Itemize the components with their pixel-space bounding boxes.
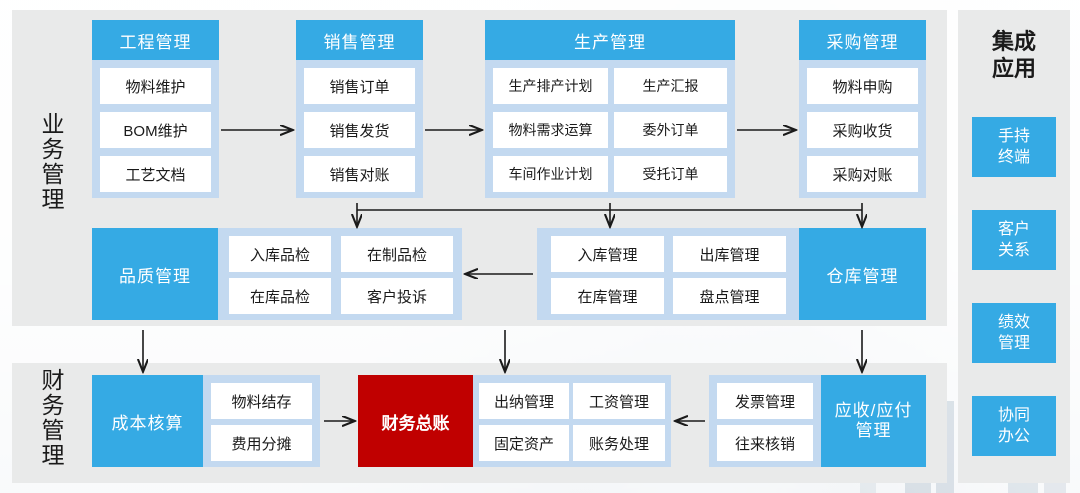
business-section-label: 业务管理 (38, 112, 64, 212)
item-outbound-management[interactable]: 出库管理 (673, 236, 786, 272)
item-sales-order[interactable]: 销售订单 (304, 68, 415, 104)
item-purchase-reconciliation[interactable]: 采购对账 (807, 156, 918, 192)
general-ledger-box[interactable]: 财务总账 (358, 375, 473, 467)
item-stock-quality-check[interactable]: 在库品检 (229, 278, 331, 314)
group-procurement-header[interactable]: 采购管理 (799, 20, 926, 60)
item-inbound-quality-check[interactable]: 入库品检 (229, 236, 331, 272)
item-customer-complaint[interactable]: 客户投诉 (341, 278, 453, 314)
group-sales-header[interactable]: 销售管理 (296, 20, 423, 60)
item-settlement-writeoff[interactable]: 往来核销 (717, 425, 813, 461)
item-material-maintenance[interactable]: 物料维护 (100, 68, 211, 104)
item-workshop-operation-plan[interactable]: 车间作业计划 (493, 156, 608, 192)
item-sales-reconciliation[interactable]: 销售对账 (304, 156, 415, 192)
item-stocktaking-management[interactable]: 盘点管理 (673, 278, 786, 314)
app-customer-relationship-line1: 客户 (997, 221, 1030, 238)
app-handheld-terminal[interactable]: 手持 终端 (972, 117, 1056, 177)
app-collaborative-office[interactable]: 协同 办公 (972, 396, 1056, 456)
integrated-apps-title-line2: 应用 (991, 56, 1036, 81)
item-payroll-management[interactable]: 工资管理 (573, 383, 665, 419)
item-production-schedule-plan[interactable]: 生产排产计划 (493, 68, 608, 104)
item-purchase-receipt[interactable]: 采购收货 (807, 112, 918, 148)
app-performance-management[interactable]: 绩效 管理 (972, 303, 1056, 363)
app-performance-management-line1: 绩效 (997, 314, 1030, 331)
item-stock-management[interactable]: 在库管理 (551, 278, 664, 314)
app-handheld-terminal-line2: 终端 (997, 149, 1030, 166)
item-cashier-management[interactable]: 出纳管理 (479, 383, 569, 419)
item-sales-delivery[interactable]: 销售发货 (304, 112, 415, 148)
app-collaborative-office-line1: 协同 (997, 407, 1030, 424)
item-production-report[interactable]: 生产汇报 (614, 68, 727, 104)
app-handheld-terminal-line1: 手持 (997, 128, 1030, 145)
group-production-header[interactable]: 生产管理 (485, 20, 735, 60)
item-outsourcing-order[interactable]: 委外订单 (614, 112, 727, 148)
group-warehouse-header[interactable]: 仓库管理 (799, 228, 926, 320)
app-customer-relationship-line2: 关系 (997, 242, 1030, 259)
item-process-document[interactable]: 工艺文档 (100, 156, 211, 192)
item-material-requisition[interactable]: 物料申购 (807, 68, 918, 104)
item-inbound-management[interactable]: 入库管理 (551, 236, 664, 272)
group-cost-accounting-header[interactable]: 成本核算 (92, 375, 203, 467)
integrated-apps-title: 集成 应用 (958, 28, 1070, 82)
ar-ap-header-line2: 管理 (855, 421, 892, 440)
item-invoice-management[interactable]: 发票管理 (717, 383, 813, 419)
item-accounting-processing[interactable]: 账务处理 (573, 425, 665, 461)
item-entrusted-order[interactable]: 受托订单 (614, 156, 727, 192)
item-wip-quality-check[interactable]: 在制品检 (341, 236, 453, 272)
group-quality-header[interactable]: 品质管理 (92, 228, 218, 320)
item-material-balance[interactable]: 物料结存 (211, 383, 312, 419)
app-customer-relationship[interactable]: 客户 关系 (972, 210, 1056, 270)
item-bom-maintenance[interactable]: BOM维护 (100, 112, 211, 148)
group-engineering-header[interactable]: 工程管理 (92, 20, 219, 60)
finance-section-label: 财务管理 (38, 368, 64, 468)
app-collaborative-office-line2: 办公 (997, 428, 1030, 445)
app-performance-management-line2: 管理 (997, 335, 1030, 352)
integrated-apps-title-line1: 集成 (991, 29, 1036, 54)
group-receivable-payable-header[interactable]: 应收/应付 管理 (821, 375, 926, 467)
item-expense-allocation[interactable]: 费用分摊 (211, 425, 312, 461)
item-material-requirement-calculation[interactable]: 物料需求运算 (493, 112, 608, 148)
item-fixed-assets[interactable]: 固定资产 (479, 425, 569, 461)
ar-ap-header-line1: 应收/应付 (834, 401, 913, 420)
